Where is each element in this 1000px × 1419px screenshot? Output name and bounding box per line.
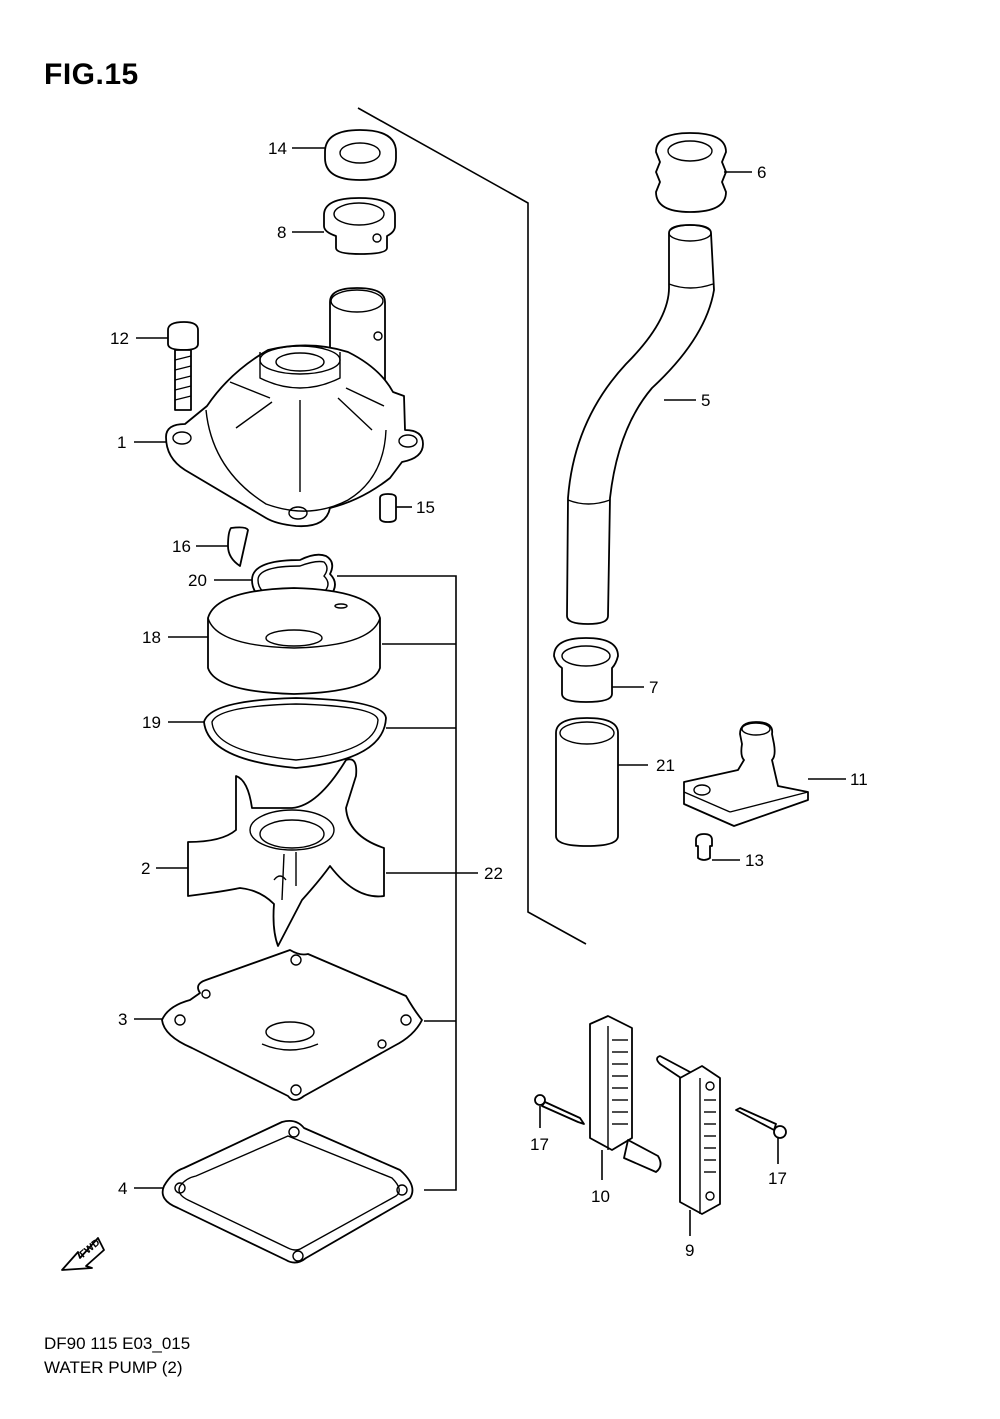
callout-3: 3 bbox=[118, 1010, 127, 1029]
callout-15: 15 bbox=[416, 498, 435, 517]
assembly-bracket bbox=[337, 107, 587, 1191]
diagram-name: WATER PUMP (2) bbox=[44, 1358, 183, 1377]
callout-2: 2 bbox=[141, 859, 150, 878]
part-6-grommet bbox=[655, 132, 727, 213]
part-1-pump-case bbox=[165, 344, 424, 528]
callout-21: 21 bbox=[656, 756, 675, 775]
callout-7: 7 bbox=[649, 678, 658, 697]
diagram-code: DF90 115 E03_015 bbox=[44, 1334, 191, 1353]
callout-17-right: 17 bbox=[768, 1169, 787, 1188]
part-9-plate bbox=[656, 1055, 721, 1215]
part-19-liner-gasket bbox=[203, 697, 387, 769]
part-21-sleeve bbox=[555, 717, 619, 847]
callout-13: 13 bbox=[745, 851, 764, 870]
part-4-gasket bbox=[161, 1119, 414, 1264]
part-13-screw bbox=[695, 833, 713, 861]
part-17-screw-left bbox=[534, 1094, 585, 1125]
callout-6: 6 bbox=[757, 163, 766, 182]
callout-9: 9 bbox=[685, 1241, 694, 1260]
callout-11: 11 bbox=[850, 770, 868, 789]
callout-16: 16 bbox=[172, 537, 191, 556]
plate-grille bbox=[704, 1099, 716, 1173]
part-17-screw-right bbox=[735, 1107, 787, 1139]
callout-numbers: 14 8 12 1 15 16 20 18 19 2 22 3 4 6 5 7 … bbox=[110, 139, 868, 1260]
bracket-grille bbox=[612, 1039, 628, 1125]
part-10-bracket bbox=[589, 1015, 662, 1173]
part-14-seal-ring bbox=[324, 129, 397, 181]
part-5-water-tube bbox=[566, 224, 715, 625]
callout-20: 20 bbox=[188, 571, 207, 590]
callout-10: 10 bbox=[591, 1187, 610, 1206]
callout-18: 18 bbox=[142, 628, 161, 647]
callout-5: 5 bbox=[701, 391, 710, 410]
figure-title: FIG.15 bbox=[44, 58, 139, 91]
callout-12: 12 bbox=[110, 329, 129, 348]
leader-lines bbox=[134, 147, 846, 1236]
callout-8: 8 bbox=[277, 223, 286, 242]
fwd-arrow-icon: FWD bbox=[61, 1237, 105, 1271]
callout-17-left: 17 bbox=[530, 1135, 549, 1154]
part-15-dowel-pin bbox=[379, 493, 397, 523]
callout-4: 4 bbox=[118, 1179, 127, 1198]
part-7-seal bbox=[553, 637, 619, 703]
callout-14: 14 bbox=[268, 139, 287, 158]
part-8-guide-sleeve bbox=[323, 197, 396, 255]
part-18-pump-liner bbox=[207, 587, 381, 695]
callout-19: 19 bbox=[142, 713, 161, 732]
callout-22: 22 bbox=[484, 864, 503, 883]
part-11-water-outlet bbox=[683, 721, 809, 827]
part-2-impeller bbox=[187, 758, 385, 947]
part-12-bolt bbox=[167, 321, 199, 411]
callout-1: 1 bbox=[117, 433, 126, 452]
part-16-key bbox=[227, 526, 249, 567]
part-3-under-panel bbox=[161, 949, 423, 1101]
